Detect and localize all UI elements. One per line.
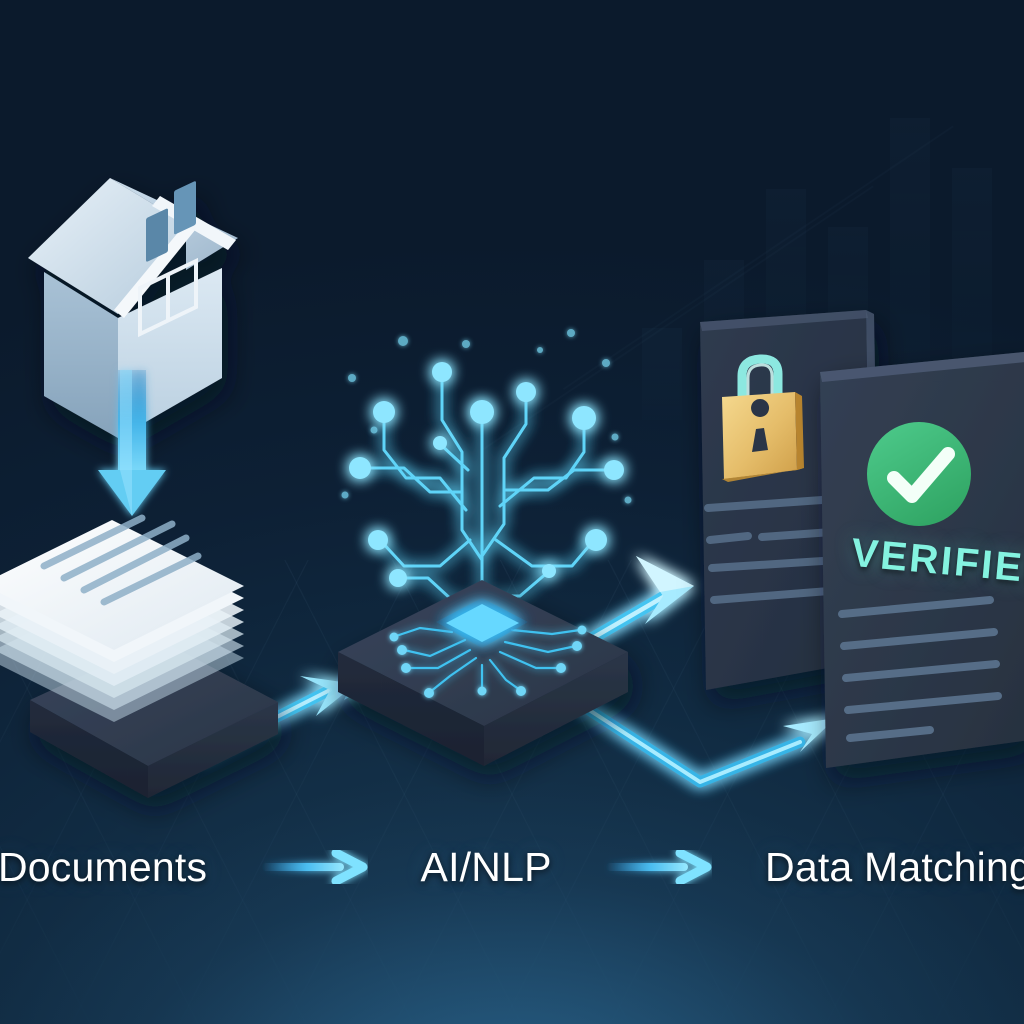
caption-ai-nlp: AI/NLP — [420, 843, 552, 890]
chip-trace-dots — [389, 625, 587, 698]
chip-surface-traces — [394, 626, 582, 694]
ai-circuit-nodes — [349, 362, 624, 587]
ai-ambient-dots — [341, 329, 632, 504]
check-circle-icon — [867, 422, 971, 526]
ai-chip-icon — [338, 580, 628, 766]
padlock-icon — [722, 354, 804, 482]
document-text-lines — [40, 514, 202, 606]
caption-row: Documents AI/NLP Data Matching — [0, 832, 1024, 902]
secured-card-text-lines — [704, 496, 846, 604]
caption-arrow-1 — [261, 850, 368, 884]
caption-documents: Documents — [0, 843, 208, 890]
verified-card-text-lines — [838, 596, 1002, 742]
caption-arrow-2 — [606, 850, 712, 884]
caption-data-matching: Data Matching — [765, 843, 1024, 890]
document-stack-icon — [0, 514, 278, 798]
ai-circuit-tree — [360, 370, 614, 632]
chip-core — [436, 598, 528, 648]
down-arrow-connector — [98, 370, 166, 516]
